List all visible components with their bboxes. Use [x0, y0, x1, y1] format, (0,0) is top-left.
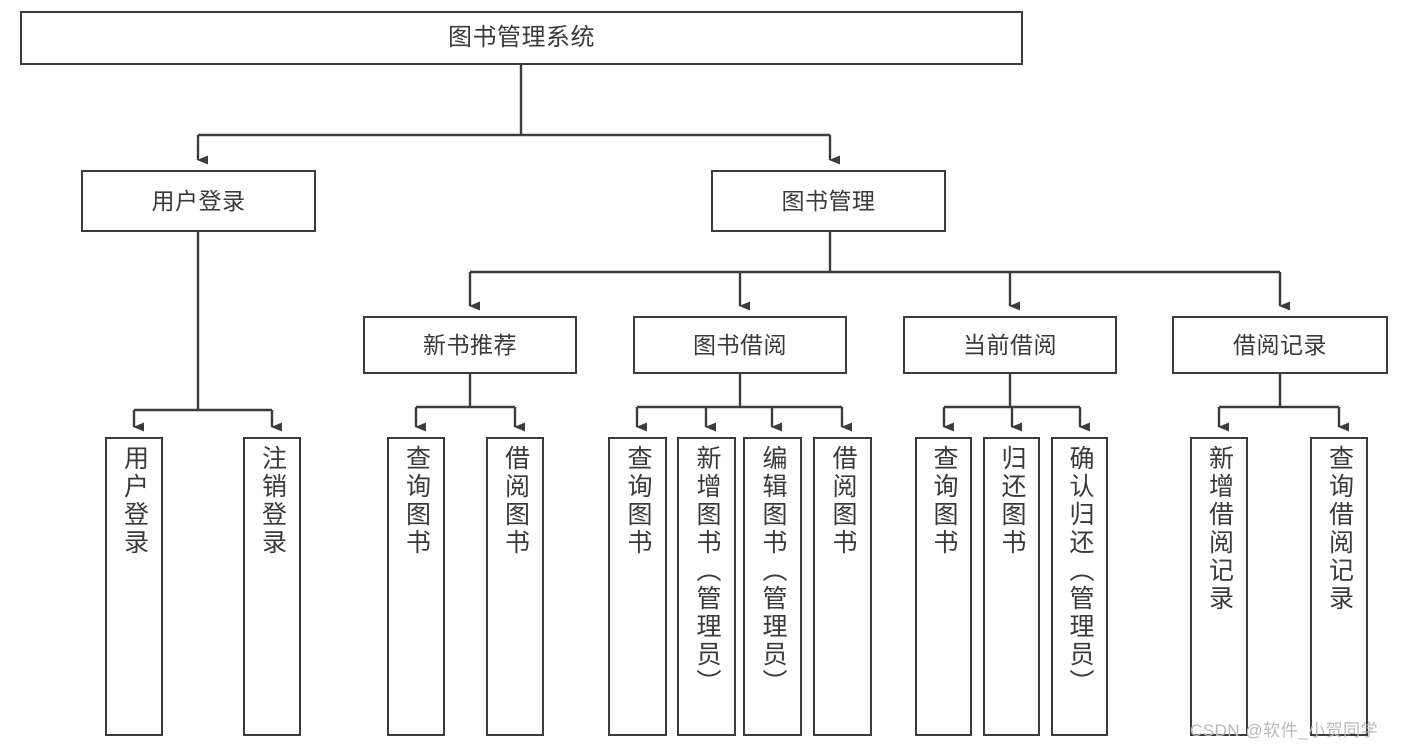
node-label: 编辑图书（管理员）: [759, 445, 787, 697]
node-borrowing-record[interactable]: 借阅记录: [1172, 316, 1388, 374]
leaf-add-borrow-record[interactable]: 新增借阅记录: [1190, 437, 1248, 736]
leaf-query-book-borrow[interactable]: 查询图书: [608, 437, 667, 736]
node-label: 图书管理系统: [448, 24, 595, 52]
node-label: 借阅记录: [1233, 331, 1327, 358]
csdn-watermark: CSDN @软件_小贺同学: [1190, 721, 1379, 740]
leaf-user-login[interactable]: 用户登录: [105, 437, 163, 736]
node-label: 用户登录: [120, 445, 149, 557]
leaf-borrow-book[interactable]: 借阅图书: [813, 437, 872, 736]
leaf-edit-book-admin[interactable]: 编辑图书（管理员）: [743, 437, 802, 736]
node-label: 新增借阅记录: [1205, 445, 1234, 613]
node-root-book-management-system[interactable]: 图书管理系统: [20, 11, 1023, 65]
node-label: 注销登录: [258, 445, 287, 557]
node-book-borrowing[interactable]: 图书借阅: [633, 316, 847, 374]
node-new-book-recommendation[interactable]: 新书推荐: [363, 316, 577, 374]
node-book-management[interactable]: 图书管理: [711, 170, 946, 232]
leaf-query-book-current[interactable]: 查询图书: [915, 437, 972, 736]
node-label: 新书推荐: [423, 331, 517, 358]
node-label: 新增图书（管理员）: [693, 445, 721, 697]
node-label: 图书借阅: [693, 331, 787, 358]
node-label: 归还图书: [998, 445, 1026, 557]
node-user-login[interactable]: 用户登录: [81, 170, 316, 232]
leaf-query-borrow-record[interactable]: 查询借阅记录: [1310, 437, 1368, 736]
node-label: 查询图书: [402, 445, 431, 557]
node-label: 借阅图书: [501, 445, 530, 557]
node-label: 借阅图书: [829, 445, 857, 557]
node-label: 查询图书: [624, 445, 652, 557]
leaf-logout-login[interactable]: 注销登录: [243, 437, 301, 736]
node-label: 查询借阅记录: [1325, 445, 1354, 613]
node-label: 用户登录: [151, 187, 246, 214]
leaf-confirm-return-admin[interactable]: 确认归还（管理员）: [1051, 437, 1108, 736]
leaf-borrow-book-recommend[interactable]: 借阅图书: [486, 437, 544, 736]
leaf-add-book-admin[interactable]: 新增图书（管理员）: [677, 437, 736, 736]
node-label: 图书管理: [781, 187, 876, 214]
leaf-query-book-recommend[interactable]: 查询图书: [387, 437, 445, 736]
node-current-borrowing[interactable]: 当前借阅: [903, 316, 1117, 374]
node-label: 当前借阅: [963, 331, 1057, 358]
node-label: 查询图书: [930, 445, 958, 557]
node-label: 确认归还（管理员）: [1066, 445, 1094, 697]
leaf-return-book[interactable]: 归还图书: [983, 437, 1040, 736]
